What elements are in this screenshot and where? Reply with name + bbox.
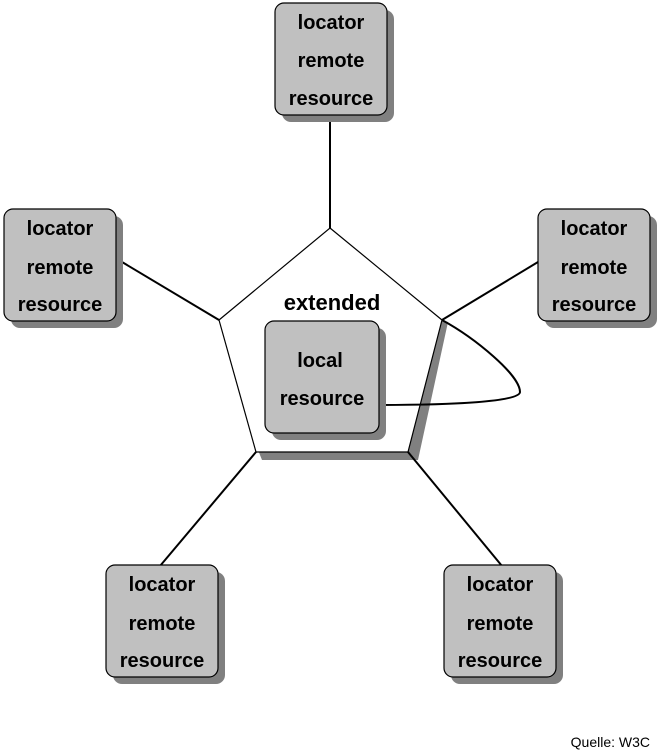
remote-box-line1: locator	[467, 574, 534, 596]
connector-left	[121, 261, 220, 321]
remote-box-line1: locator	[129, 574, 196, 596]
remote-box-line3: resource	[18, 294, 103, 316]
remote-box-bottom-right: locator remote resource	[443, 564, 563, 684]
remote-box-right: locator remote resource	[537, 208, 657, 328]
remote-box-line1: locator	[27, 218, 94, 240]
remote-box-line1: locator	[298, 12, 365, 34]
local-box-line2: resource	[280, 388, 365, 410]
remote-box-line1: locator	[561, 218, 628, 240]
remote-box-left: locator remote resource	[3, 208, 123, 328]
remote-box-line2: remote	[467, 613, 534, 635]
connector-bottom-right	[407, 451, 503, 567]
local-resource-box: local resource	[264, 320, 386, 440]
remote-box-bottom-left: locator remote resource	[105, 564, 225, 684]
loop-connector	[377, 319, 522, 406]
remote-box-top: locator remote resource	[274, 2, 394, 122]
remote-box-line3: resource	[120, 650, 205, 672]
center-label: extended	[284, 290, 381, 315]
source-credit: Quelle: W3C	[570, 734, 650, 750]
remote-box-line2: remote	[561, 257, 628, 279]
remote-box-line3: resource	[458, 650, 543, 672]
remote-box-line2: remote	[298, 50, 365, 72]
remote-box-line2: remote	[129, 613, 196, 635]
connector-bottom-left	[159, 451, 257, 567]
connector-right	[441, 261, 539, 321]
remote-box-line3: resource	[552, 294, 637, 316]
remote-box-line3: resource	[289, 88, 374, 110]
local-box-line1: local	[297, 350, 343, 372]
remote-box-line2: remote	[27, 257, 94, 279]
